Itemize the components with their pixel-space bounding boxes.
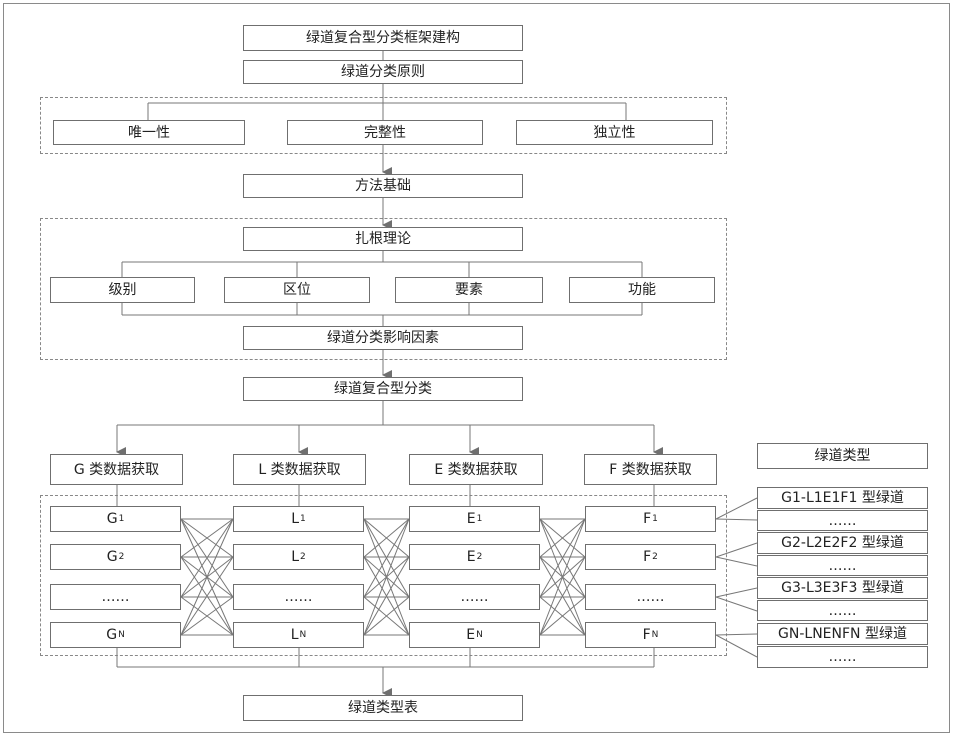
cross-link-1-1-0 — [363, 518, 410, 558]
fn-sub: N — [651, 629, 659, 640]
outer-frame — [3, 3, 950, 733]
composite-classification-box: 绿道复合型分类 — [243, 377, 523, 401]
fn-prefix: F — [642, 627, 651, 643]
cross-link-2-1-0 — [539, 518, 586, 558]
f-acquisition-box: F 类数据获取 — [584, 454, 717, 485]
e2-sub: 2 — [476, 551, 483, 562]
type-g3-box: G3-L3E3F3 型绿道 — [757, 577, 928, 599]
cross-link-0-1-0 — [180, 518, 234, 558]
f-ellipsis-box: …… — [585, 584, 716, 610]
g2-sub: 2 — [118, 551, 125, 562]
ln-sub: N — [299, 629, 307, 640]
l-ellipsis-box: …… — [233, 584, 364, 610]
en-sub: N — [476, 629, 483, 640]
type-ellipsis-1-box: …… — [757, 510, 928, 531]
type-ellipsis-3-box: …… — [757, 600, 928, 621]
e2-prefix: E — [466, 549, 476, 565]
framework-title-box: 绿道复合型分类框架建构 — [243, 25, 523, 51]
factor-function-box: 功能 — [569, 277, 715, 303]
greenway-types-header: 绿道类型 — [757, 443, 928, 469]
cross-link-1-3-2 — [363, 596, 410, 636]
l1-sub: 1 — [300, 513, 306, 524]
l-acquisition-box: L 类数据获取 — [233, 454, 366, 485]
type-g2-box: G2-L2E2F2 型绿道 — [757, 532, 928, 554]
method-basis-box: 方法基础 — [243, 174, 523, 198]
f2-prefix: F — [643, 549, 652, 565]
cross-link-1-2-0 — [363, 518, 410, 598]
cross-link-1-3-0 — [363, 518, 410, 636]
cross-link-2-3-1 — [539, 556, 586, 636]
f1-prefix: F — [643, 511, 652, 527]
g1-sub: 1 — [118, 513, 125, 524]
gn-sub: N — [118, 629, 125, 640]
factor-location-box: 区位 — [224, 277, 370, 303]
principle-independence-box: 独立性 — [516, 120, 713, 145]
influence-factors-box: 绿道分类影响因素 — [243, 326, 523, 350]
f2-sub: 2 — [652, 551, 658, 562]
g-acquisition-box: G 类数据获取 — [50, 454, 183, 485]
type-gn-box: GN-LNENFN 型绿道 — [757, 623, 928, 645]
g1-prefix: G — [106, 511, 118, 527]
cross-link-0-3-1 — [180, 556, 234, 636]
greenway-type-table-box: 绿道类型表 — [243, 695, 523, 721]
cross-link-0-2-0 — [180, 518, 234, 598]
principle-completeness-box: 完整性 — [287, 120, 483, 145]
e1-sub: 1 — [476, 513, 483, 524]
type-ellipsis-4-box: …… — [757, 646, 928, 668]
cross-link-0-3-2 — [180, 596, 234, 636]
l2-sub: 2 — [300, 551, 306, 562]
e-ellipsis-box: …… — [409, 584, 540, 610]
e-acquisition-box: E 类数据获取 — [409, 454, 543, 485]
l2-prefix: L — [291, 549, 300, 565]
cross-link-0-3-0 — [180, 518, 234, 636]
principles-title-box: 绿道分类原则 — [243, 60, 523, 84]
type-ellipsis-2-box: …… — [757, 555, 928, 576]
cross-link-1-3-1 — [363, 556, 410, 636]
ln-prefix: L — [290, 627, 299, 643]
gn-prefix: G — [106, 627, 118, 643]
e1-prefix: E — [466, 511, 476, 527]
l1-prefix: L — [291, 511, 300, 527]
g2-prefix: G — [106, 549, 118, 565]
factor-element-box: 要素 — [395, 277, 543, 303]
cross-link-2-3-2 — [539, 596, 586, 636]
cross-link-2-2-0 — [539, 518, 586, 598]
en-prefix: E — [466, 627, 476, 643]
f1-sub: 1 — [652, 513, 658, 524]
g-ellipsis-box: …… — [50, 584, 181, 610]
type-g1-box: G1-L1E1F1 型绿道 — [757, 487, 928, 509]
factor-level-box: 级别 — [50, 277, 195, 303]
data-group — [40, 495, 727, 656]
grounded-theory-box: 扎根理论 — [243, 227, 523, 251]
cross-link-2-3-0 — [539, 518, 586, 636]
principle-uniqueness-box: 唯一性 — [53, 120, 245, 145]
